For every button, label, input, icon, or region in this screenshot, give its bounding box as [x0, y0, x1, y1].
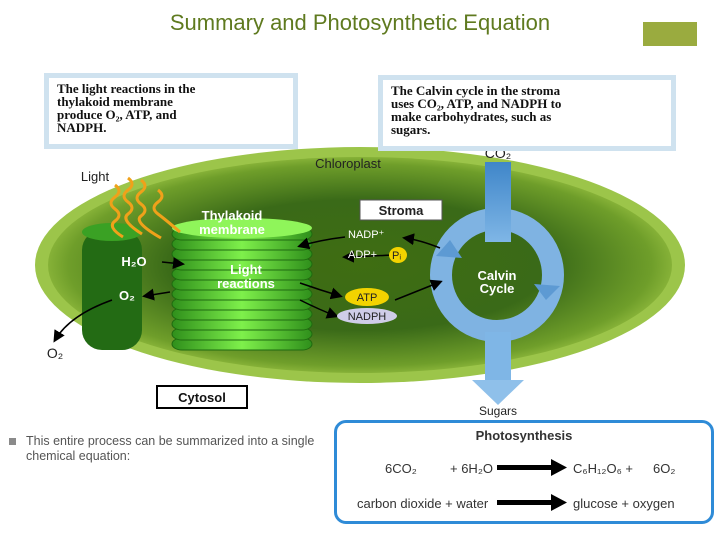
slide-title: Summary and Photosynthetic Equation	[169, 10, 551, 35]
products-words: glucose + oxygen	[573, 496, 675, 511]
chloroplast-label: Chloroplast	[315, 156, 381, 171]
calvin-label-2: Cycle	[480, 281, 515, 296]
phosphate-molecule	[389, 247, 407, 263]
calvin-label-1: Calvin	[477, 268, 516, 283]
equation-title: Photosynthesis	[475, 428, 573, 443]
info-line: make carbohydrates, such as	[391, 109, 552, 124]
flow-arrows	[53, 233, 443, 343]
carbon-flow-arrow	[472, 162, 524, 405]
h2o-label: H₂O	[121, 254, 146, 269]
light-reactions-label-1: Light	[230, 262, 262, 277]
thylakoid-label-2: membrane	[199, 222, 265, 237]
info-line: uses CO₂, ATP, and NADPH to	[391, 96, 562, 111]
thylakoid-stack	[171, 218, 313, 351]
square-bullet-icon	[9, 438, 16, 445]
accent-block	[643, 22, 697, 46]
product-o2: 6O₂	[653, 461, 676, 476]
reactant-h2o: + 6H₂O	[450, 461, 493, 476]
calvin-cycle-info-box: The Calvin cycle in the stroma uses CO₂,…	[378, 75, 676, 151]
reaction-arrow-icon	[497, 459, 567, 511]
stroma-label: Stroma	[379, 203, 425, 218]
info-line: thylakoid membrane	[57, 94, 173, 109]
thylakoid-label-1: Thylakoid	[202, 208, 263, 223]
pi-label: Pᵢ	[392, 250, 401, 262]
atp-molecule	[345, 288, 389, 306]
product-glucose: C₆H₁₂O₆ +	[573, 461, 634, 476]
info-line: The Calvin cycle in the stroma	[391, 83, 561, 98]
sugars-label: Sugars	[479, 404, 517, 418]
photosynthesis-equation-box: Photosynthesis 6CO₂ + 6H₂O C₆H₁₂O₆ + 6O₂…	[334, 420, 714, 524]
adp-label: ADP+	[348, 249, 377, 261]
o2-inner-label: O₂	[119, 288, 135, 303]
cytosol-label-box	[156, 385, 248, 409]
thylakoid-disc-top	[172, 218, 312, 238]
nadph-label: NADPH	[348, 311, 387, 323]
info-line: The light reactions in the	[57, 81, 196, 96]
info-line: sugars.	[391, 122, 431, 137]
chloroplast-diagram: Chloroplast CO₂ Light Thylakoid membrane…	[35, 145, 685, 418]
reactant-co2: 6CO₂	[385, 461, 417, 476]
nadp-label: NADP⁺	[348, 229, 385, 241]
summary-bullet-text: This entire process can be summarized in…	[26, 434, 315, 463]
o2-outer-label: O₂	[47, 345, 63, 361]
light-reactions-info-box: The light reactions in the thylakoid mem…	[44, 73, 298, 149]
cytosol-label: Cytosol	[178, 390, 226, 405]
info-line: NADPH.	[57, 120, 107, 135]
nadph-molecule	[337, 308, 397, 324]
light-label: Light	[81, 169, 110, 184]
thylakoid-stack-back	[82, 223, 142, 350]
light-reactions-label-2: reactions	[217, 276, 275, 291]
reactants-words: carbon dioxide + water	[357, 496, 489, 511]
stroma-label-box	[359, 199, 443, 221]
atp-label: ATP	[357, 292, 378, 304]
info-line: produce O₂, ATP, and	[57, 107, 177, 122]
light-rays-icon	[109, 176, 181, 240]
